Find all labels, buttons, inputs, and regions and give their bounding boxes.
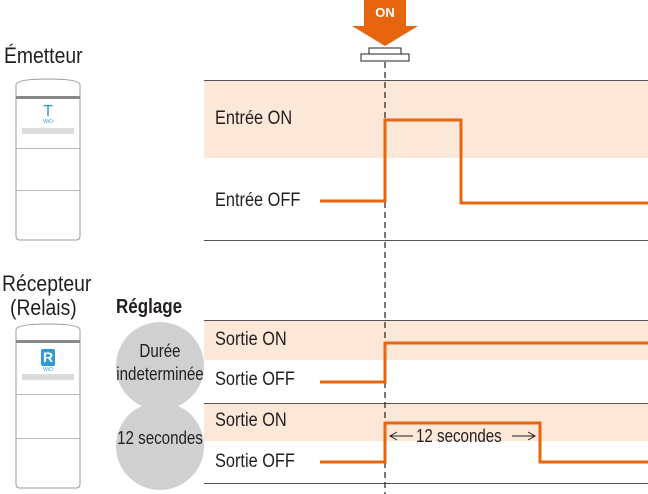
- input-signal-line: [320, 118, 648, 205]
- receiver-badge-sub: WiO: [43, 367, 53, 373]
- emitter-title: Émetteur: [4, 43, 83, 68]
- setting-indefinite-line2: indeterminée: [116, 364, 204, 384]
- setting-timed-label: 12 secondes: [117, 428, 203, 448]
- input-top-line: [204, 80, 648, 81]
- output-indefinite-signal-line: [320, 341, 648, 384]
- settings-heading: Réglage: [116, 296, 183, 318]
- setting-indefinite-line1: Durée: [139, 341, 181, 361]
- emitter-device-icon: [15, 78, 81, 241]
- output-top-line: [204, 320, 648, 321]
- output-off-label-indefinite: Sortie OFF: [215, 369, 295, 390]
- output-on-band-indefinite: [204, 320, 648, 360]
- receiver-badge-letter: R: [42, 349, 54, 365]
- receiver-device-icon: [15, 323, 81, 489]
- receiver-badge-icon: [41, 349, 55, 366]
- output-middle-line: [204, 403, 648, 404]
- receiver-title-line1: Récepteur: [2, 271, 92, 296]
- emitter-badge-letter: T: [43, 103, 53, 120]
- input-bottom-line: [204, 240, 648, 241]
- output-off-label-timed: Sortie OFF: [215, 451, 295, 472]
- on-arrow-icon: [352, 0, 418, 46]
- output-on-label-indefinite: Sortie ON: [215, 329, 287, 350]
- input-off-label: Entrée OFF: [215, 190, 301, 211]
- output-on-label-timed: Sortie ON: [215, 410, 287, 431]
- push-button-icon: [360, 47, 410, 62]
- output-timed-signal-line: [320, 421, 648, 464]
- output-bottom-line: [204, 483, 648, 484]
- setting-timed-circle: [116, 402, 204, 490]
- duration-label: 12 secondes: [416, 426, 502, 446]
- emitter-badge-sub: WiO: [43, 119, 53, 125]
- input-on-label: Entrée ON: [215, 108, 293, 129]
- setting-indefinite-circle: [116, 322, 204, 410]
- trigger-on-label: ON: [375, 5, 395, 20]
- receiver-title-line2: (Relais): [10, 295, 77, 320]
